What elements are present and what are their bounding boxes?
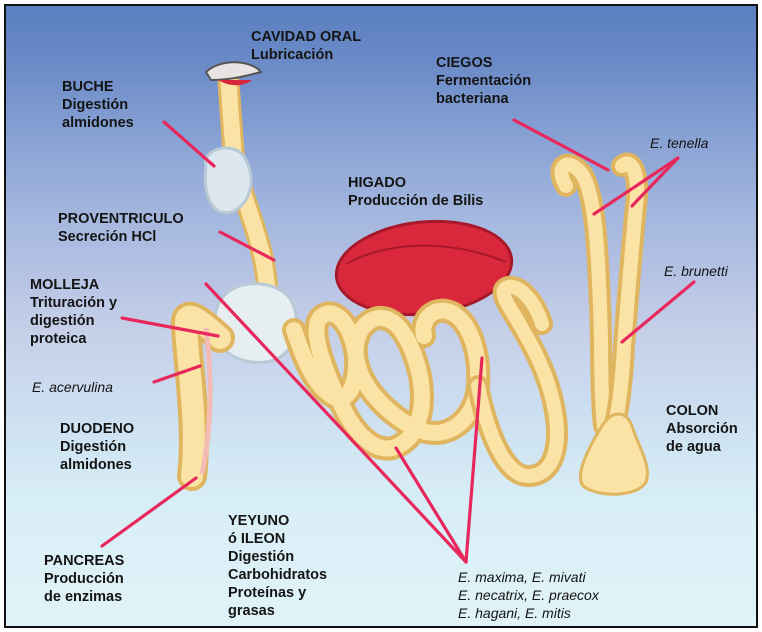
beak-icon <box>206 62 261 80</box>
pointer-pancreas <box>102 478 196 546</box>
crop <box>205 148 251 213</box>
label-colon: COLON Absorción de agua <box>666 402 738 456</box>
label-cavidad-oral: CAVIDAD ORAL Lubricación <box>251 28 361 64</box>
label-proventriculo: PROVENTRICULO Secreción HCl <box>58 210 184 246</box>
label-molleja: MOLLEJA Trituración y digestión proteica <box>30 276 117 348</box>
label-duodeno: DUODENO Digestión almidones <box>60 420 134 474</box>
label-ciegos: CIEGOS Fermentación bacteriana <box>436 54 531 108</box>
species-acervulina: E. acervulina <box>32 378 113 396</box>
diagram-frame: CAVIDAD ORAL Lubricación BUCHE Digestión… <box>4 4 758 628</box>
label-pancreas: PANCREAS Producción de enzimas <box>44 552 124 606</box>
label-yeyuno: YEYUNO ó ILEON Digestión Carbohidratos P… <box>228 512 327 620</box>
colon <box>580 414 647 494</box>
species-tenella: E. tenella <box>650 134 708 152</box>
pointer-group-2 <box>396 448 466 562</box>
label-higado: HIGADO Producción de Bilis <box>348 174 483 210</box>
species-brunetti: E. brunetti <box>664 262 728 280</box>
label-buche: BUCHE Digestión almidones <box>62 78 134 132</box>
pointer-buche <box>164 122 214 166</box>
species-group: E. maxima, E. mivati E. necatrix, E. pra… <box>458 568 599 622</box>
